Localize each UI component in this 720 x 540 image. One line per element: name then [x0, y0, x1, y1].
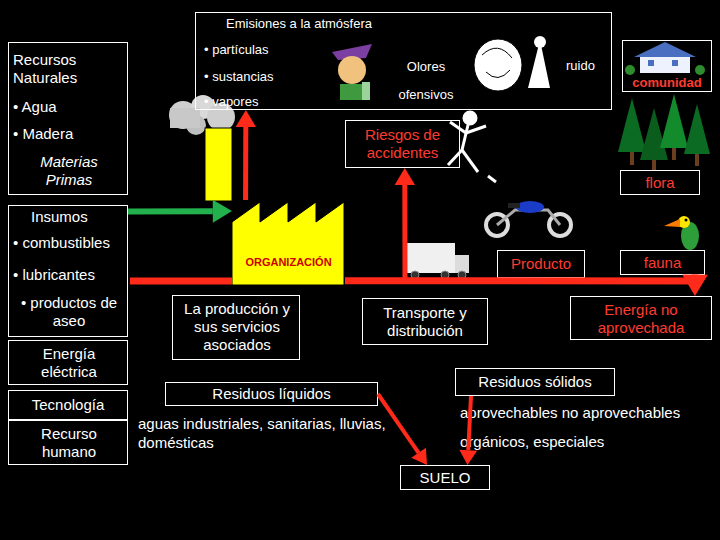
arrow-head — [213, 200, 232, 223]
arrow-shaft — [378, 394, 419, 453]
trees — [618, 94, 710, 170]
arrow-shaft — [243, 127, 248, 200]
node-text: Insumos — [31, 208, 127, 226]
node-text: Emisiones a la atmósfera — [226, 15, 526, 33]
flow-arrow — [345, 168, 415, 281]
node-text: Tecnología — [9, 396, 127, 414]
node-text: • Agua — [13, 98, 121, 116]
accident-figure — [448, 112, 496, 182]
process-box: La producción y sus servicios asociados — [172, 295, 300, 360]
motorcycle — [486, 201, 571, 236]
product-box: Producto — [497, 250, 585, 278]
note-label: aprovechables no aprovechables — [460, 403, 720, 422]
arrow-shaft — [468, 396, 471, 450]
node-text: Producto — [498, 255, 584, 273]
arrow-head — [459, 450, 477, 465]
node-text: SUELO — [401, 469, 489, 487]
face-icon — [332, 44, 372, 100]
node-text: Riesgos de accidentes — [346, 126, 459, 162]
note-label: orgánicos, especiales — [460, 432, 720, 451]
node-text: • Madera — [13, 125, 121, 143]
node-text: ORGANIZACIÓN — [232, 253, 345, 271]
liquid-waste-box: Residuos líquidos — [165, 382, 378, 406]
node-text: • vapores — [204, 93, 334, 111]
soil-box: SUELO — [400, 465, 490, 490]
arrow-head — [411, 448, 427, 465]
node-text: La producción y sus servicios asociados — [181, 300, 293, 354]
transport-box: Transporte y distribución — [362, 298, 488, 345]
node-text: • lubricantes — [13, 266, 127, 284]
node-text: Energía eléctrica — [24, 345, 114, 381]
chimney — [205, 128, 232, 201]
human-resource-box: Recurso humano — [8, 420, 128, 465]
arrow-shaft — [345, 185, 405, 281]
community-box: comunidad — [622, 40, 712, 92]
node-text: ruido — [566, 57, 611, 75]
flora-box: flora — [620, 170, 700, 195]
emissions-box: Emisiones a la atmósfera • partículas • su… — [195, 12, 612, 110]
node-text: Energía no aprovechada — [571, 301, 711, 337]
arrow-shaft — [345, 275, 695, 281]
node-text: Residuos sólidos — [456, 373, 614, 391]
node-text: fauna — [621, 254, 704, 272]
house-icon — [625, 42, 705, 75]
node-text: Recurso humano — [29, 425, 109, 461]
flow-arrow — [459, 396, 477, 465]
factory-shape: ORGANIZACIÓN — [232, 200, 345, 285]
technology-box: Tecnología — [8, 390, 128, 420]
flow-arrow — [128, 200, 232, 223]
inputs-box: Insumos • combustibles • lubricantes • prod… — [8, 205, 128, 337]
node-text: • sustancias — [204, 68, 334, 86]
toucan — [664, 216, 699, 250]
factory-body — [232, 202, 344, 285]
node-text: • partículas — [204, 41, 334, 59]
flow-arrow — [236, 110, 256, 200]
factory-outline — [232, 200, 345, 285]
energy-input-box: Energía eléctrica — [8, 340, 128, 385]
risk-box: Riesgos de accidentes — [345, 120, 460, 168]
arrow-head — [682, 275, 708, 296]
arrow-shaft — [128, 208, 213, 214]
node-text: flora — [621, 174, 699, 192]
arrow-head — [395, 168, 415, 185]
truck — [405, 243, 469, 279]
arrow-head — [236, 110, 256, 127]
node-text: • combustibles — [13, 234, 127, 252]
node-text: Materias Primas — [24, 153, 114, 189]
main-flow-line — [130, 278, 236, 285]
node-text: comunidad — [623, 74, 711, 92]
fauna-box: fauna — [620, 250, 705, 275]
flow-arrow — [345, 275, 708, 296]
flow-arrow — [378, 394, 427, 465]
note-label: aguas industriales, sanitarias, lluvias,… — [138, 414, 438, 452]
noise-cartoon — [474, 36, 550, 91]
node-text: Recursos Naturales — [13, 51, 121, 87]
node-text: Residuos líquidos — [166, 385, 377, 403]
node-text: Transporte y distribución — [363, 304, 487, 340]
solid-waste-box: Residuos sólidos — [455, 368, 615, 396]
node-text: • productos de aseo — [11, 294, 127, 330]
resources-box: Recursos Naturales • Agua • MaderaMaterias… — [8, 42, 128, 195]
lost-energy-box: Energía no aprovechada — [570, 296, 712, 340]
node-text: Olores ofensivos — [388, 53, 464, 109]
